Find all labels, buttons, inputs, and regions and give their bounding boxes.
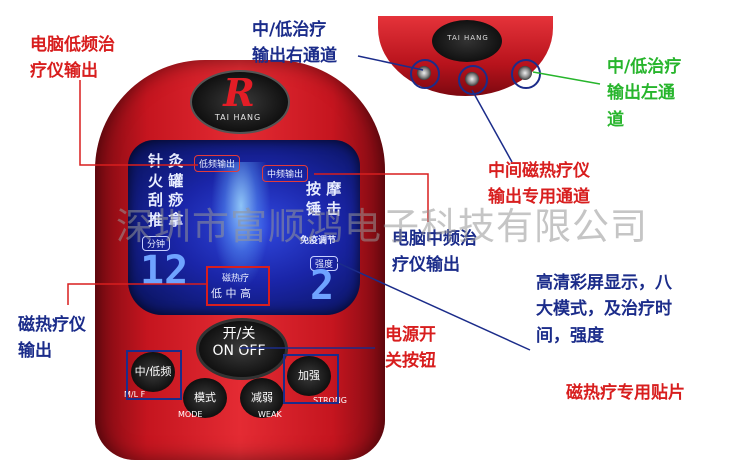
mid-freq-indicator: 中频输出 [262,165,309,182]
mode-button-label: 模式 [194,391,216,404]
company-watermark: 深圳市富顺鸿电子科技有限公司 [116,205,648,248]
power-button[interactable] [196,318,288,380]
mid-low-freq-button-sub: M/L F [124,390,146,399]
immune-adjust-label: 免疫调节 [300,236,337,246]
annotation-mid-low-left: 中/低治疗 输出左通 道 [607,57,682,130]
right-channel-highlight [410,59,440,89]
minutes-value: 12 [140,248,189,294]
weaken-button-label: 减弱 [251,391,273,404]
device-top-brand: TAI HANG [447,34,489,42]
annotation-hd-screen: 高清彩屏显示，八 大模式，及治疗时 间，强度 [536,273,672,346]
annotation-lines [67,55,601,351]
strengthen-button[interactable]: 加强 [287,356,331,396]
brand-logo [190,70,290,134]
strengthen-button-label: 加强 [298,369,320,382]
magnetic-mode-highlight [206,266,270,306]
pc-mid-freq-line [314,173,429,222]
center-channel-line [471,89,513,163]
screen-line [335,261,531,351]
annotation-center-magnetic: 中间磁热疗仪 输出专用通道 [488,161,590,208]
annotation-mid-low-right: 中/低治疗 输出右通道 [252,20,337,67]
device-top-logo [432,20,502,62]
low-freq-indicator: 低频输出 [194,155,241,172]
weaken-button-sub: WEAK [258,410,282,419]
mode-button-sub: MODE [178,410,203,419]
intensity-value: 2 [310,263,335,309]
screen-right-modes: 按 摩 锤 击 [306,180,342,218]
mid-low-freq-button-label: 中/低频 [134,365,172,378]
annotation-pc-low-freq: 电脑低频治 疗仪输出 [30,35,115,82]
strengthen-button-sub: STRONG [313,396,348,405]
power-button-label: 开/关 ON OFF [212,326,266,359]
weaken-button[interactable]: 减弱 [240,378,284,418]
left-channel-line [532,71,601,85]
brand-name: TAI HANG [214,113,262,122]
annotation-magnetic-output: 磁热疗仪 输出 [18,315,86,362]
center-channel-highlight [458,65,488,95]
strengthen-highlight [283,354,339,404]
pc-low-freq-line [79,80,198,166]
mode-button[interactable]: 模式 [183,378,227,418]
mid-low-freq-button[interactable]: 中/低频 [131,352,175,392]
minutes-label: 分钟 [142,236,171,251]
annotation-pc-mid-freq: 电脑中频治 疗仪输出 [392,229,477,276]
magnetic-output-line [67,283,206,305]
magnetic-mode-label: 磁热疗 [222,274,250,284]
annotation-patch: 磁热疗专用贴片 [566,383,685,403]
mid-low-freq-highlight [126,350,182,400]
right-channel-line [357,55,424,71]
brand-logo-letter: R [223,70,255,115]
magnetic-mode-states: 低 中 高 [211,287,251,300]
annotation-power-switch: 电源开 关按钮 [385,325,436,372]
